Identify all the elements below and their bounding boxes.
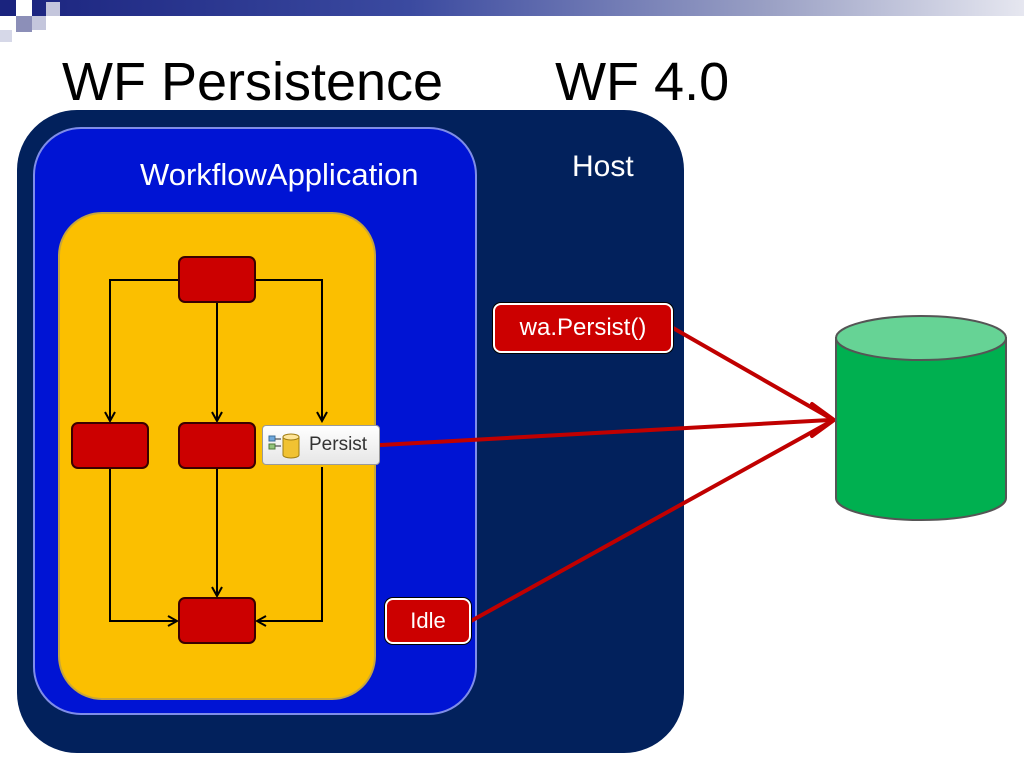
- persist-activity-label: Persist: [309, 434, 368, 455]
- decor-square: [0, 0, 16, 16]
- decor-square: [0, 30, 12, 42]
- activity-center: [178, 422, 256, 469]
- flow-arrow-left: [110, 279, 178, 420]
- activity-start: [178, 256, 256, 303]
- flow-arrow-right: [256, 279, 322, 420]
- persist-call-box: wa.Persist(): [493, 303, 673, 353]
- idle-box: Idle: [385, 598, 471, 644]
- decor-square: [16, 16, 32, 32]
- host-label: Host: [572, 150, 634, 183]
- slide-header-bar: [0, 0, 1024, 16]
- persist-call-arrow: [671, 326, 832, 420]
- decor-square: [16, 0, 32, 16]
- decor-square: [32, 16, 46, 30]
- slide-title: WF Persistence WF 4.0: [62, 52, 729, 112]
- idle-arrow: [469, 420, 832, 623]
- persist-activity-arrow: [378, 418, 832, 447]
- flow-arrow-join-right: [258, 467, 323, 621]
- title-main: WF Persistence: [62, 52, 444, 112]
- title-version: WF 4.0: [555, 52, 730, 112]
- database-persist-icon: [268, 433, 300, 459]
- activity-left: [71, 422, 149, 469]
- arrowhead-icon: [810, 402, 838, 438]
- decor-square: [46, 2, 60, 16]
- activity-end: [178, 597, 256, 644]
- persist-activity: Persist: [262, 425, 380, 465]
- flow-arrow-join-left: [109, 469, 176, 621]
- workflow-application-label: WorkflowApplication: [140, 157, 419, 192]
- database-icon: [835, 315, 1007, 521]
